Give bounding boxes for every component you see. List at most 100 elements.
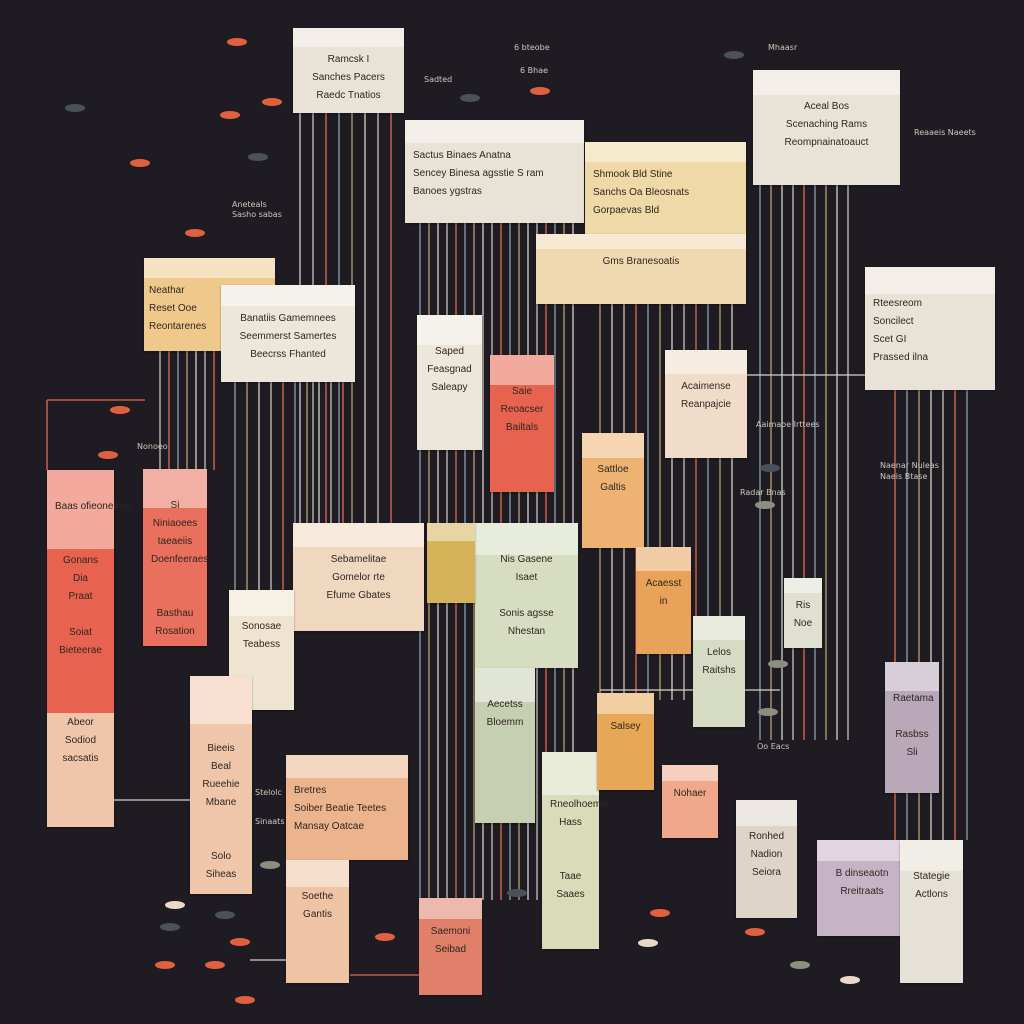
card-text	[55, 660, 106, 678]
leaf-shape	[98, 451, 118, 459]
diagram-card: Salsey	[597, 693, 654, 790]
floating-label: Aaimaoe Irttees	[756, 420, 820, 429]
card-text: Reoacser	[500, 404, 544, 415]
diagram-card: Nohaer	[662, 765, 718, 838]
card-text: Actlons	[915, 889, 948, 900]
card-header-band	[417, 315, 482, 345]
card-text: Banatiis Gamemnees	[240, 313, 336, 325]
leaf-shape	[65, 104, 85, 112]
card-header-band	[475, 523, 578, 555]
leaf-shape	[507, 889, 527, 897]
leaf-shape	[724, 51, 744, 59]
card-text: Saemoni	[430, 926, 471, 938]
card-header-band	[475, 668, 535, 703]
card-header-band	[286, 860, 349, 888]
card-text: Raedc Tnatios	[316, 89, 381, 101]
floating-label: Sinaats	[255, 817, 285, 826]
card-text: Saleapy	[431, 382, 468, 393]
card-text: Stategie	[913, 871, 950, 882]
card-header-band	[221, 285, 355, 307]
leaf-shape	[110, 406, 130, 414]
card-text: Sebamelitae	[330, 553, 387, 565]
card-header-band	[817, 840, 907, 862]
leaf-shape	[758, 708, 778, 716]
floating-label: 6 bteobe	[514, 43, 550, 52]
card-header-band	[784, 578, 822, 594]
card-text	[550, 850, 591, 868]
leaf-shape	[375, 933, 395, 941]
card-text: Gorpaevas Bld	[593, 205, 660, 217]
diagram-card: Gms Branesoatis	[536, 234, 746, 304]
card-header-band	[597, 693, 654, 715]
card-text: Gonans	[62, 555, 99, 566]
card-text	[55, 534, 106, 552]
card-text: Isaet	[515, 572, 538, 583]
card-text: Scet GI	[873, 334, 907, 345]
card-text	[198, 812, 244, 830]
card-text: Saaes	[556, 889, 585, 900]
leaf-shape	[227, 38, 247, 46]
card-text: Gms Branesoatis	[602, 256, 680, 268]
leaf-shape	[768, 660, 788, 668]
leaf-shape	[745, 928, 765, 936]
card-text: Nohaer	[673, 788, 707, 800]
card-text: Niniaoees	[152, 518, 198, 529]
floating-label: Reaaeis Naeets	[914, 128, 976, 137]
card-text: Aecetss	[487, 699, 523, 710]
card-text: Rosation	[155, 626, 195, 637]
card-text: Lelos	[707, 647, 731, 658]
card-text: Prassed ilna	[873, 352, 929, 363]
card-header-band	[229, 590, 294, 617]
card-text: Scenaching Rams	[785, 119, 868, 130]
card-text	[893, 708, 931, 726]
floating-label: Nonoeo	[137, 442, 168, 451]
leaf-shape	[220, 111, 240, 119]
card-text: Sanchs Oa Bleosnats	[593, 187, 690, 199]
leaf-shape	[230, 938, 250, 946]
card-text: Bieeis	[207, 743, 235, 754]
card-header-band	[405, 120, 584, 143]
card-header-band	[582, 433, 644, 459]
card-text: Galtis	[600, 482, 626, 493]
card-text: Reanpajcie	[680, 398, 732, 410]
card-header-band	[143, 469, 207, 508]
floating-label: Aneteals	[232, 200, 267, 209]
card-text: taeaeiis	[157, 536, 193, 547]
card-text: Gomelor rte	[332, 571, 385, 583]
card-header-band	[536, 234, 746, 250]
card-text: Taae	[559, 871, 582, 882]
card-text: in	[659, 595, 668, 607]
floating-label: Naeis Btase	[880, 472, 928, 481]
card-text: Bloemm	[486, 717, 524, 728]
card-header-band	[585, 142, 746, 163]
leaf-shape	[262, 98, 282, 106]
card-text: Teabess	[242, 639, 281, 650]
card-text: Banoes ygstras	[413, 185, 482, 197]
card-header-band	[419, 898, 482, 920]
leaf-shape	[460, 94, 480, 102]
leaf-shape	[205, 961, 225, 969]
leaf-shape	[130, 159, 150, 167]
card-text: Soiat	[69, 627, 92, 638]
leaf-shape	[755, 501, 775, 509]
leaf-shape	[638, 939, 658, 947]
floating-label: Naenar Nuleas	[880, 461, 939, 470]
leaf-shape	[248, 153, 268, 161]
card-header-band	[736, 800, 797, 826]
leaf-shape	[650, 909, 670, 917]
card-text: Hass	[559, 817, 582, 828]
floating-label: Mhaasr	[768, 43, 798, 52]
card-text	[151, 587, 199, 605]
card-text: Saped	[435, 346, 464, 357]
card-text: Sonis agsse	[499, 608, 554, 619]
card-text: Ronhed	[748, 831, 785, 842]
